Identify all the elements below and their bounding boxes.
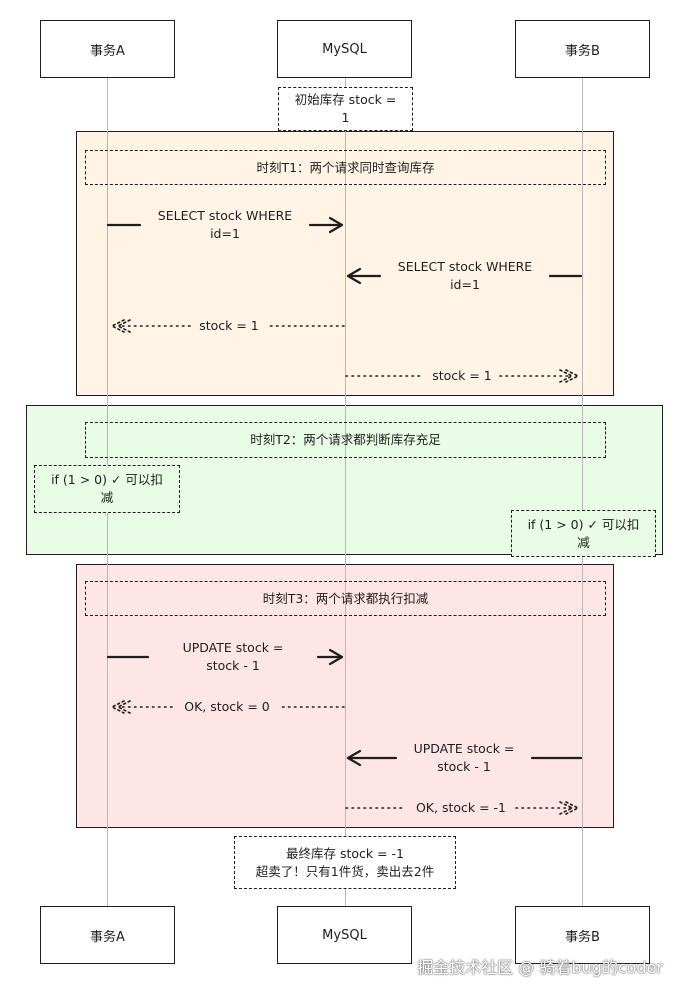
t3-arrow-b-to-mysql [346, 749, 583, 767]
lifeline-b-overlay [582, 131, 583, 828]
t3-title: 时刻T3：两个请求都执行扣减 [85, 581, 606, 616]
t2-title: 时刻T2：两个请求都判断库存充足 [85, 422, 606, 458]
t1-reply-a-label: stock = 1 [199, 318, 259, 333]
t1-msg-b-label: SELECT stock WHERE id=1 [397, 259, 533, 292]
t3-reply-b-label: OK, stock = -1 [415, 800, 507, 815]
participant-b-top: 事务B [515, 20, 650, 78]
lifeline-mysql-overlay [345, 131, 346, 828]
t3-reply-to-b [345, 801, 579, 815]
final-stock-note: 最终库存 stock = -1 超卖了！只有1件货，卖出去2件 [234, 836, 456, 889]
t3-reply-to-a [111, 700, 345, 714]
participant-a-top: 事务A [40, 20, 175, 78]
watermark: 掘金技术社区 @ 骑着bug的coder [417, 958, 663, 977]
t1-arrow-a-to-mysql [106, 216, 344, 234]
t2-note-a: if (1 > 0) ✓ 可以扣 减 [34, 465, 180, 513]
participant-b-bottom: 事务B [515, 906, 650, 964]
t1-arrow-b-to-mysql [346, 267, 583, 285]
t3-msg-b-label: UPDATE stock = stock - 1 [413, 741, 515, 774]
t1-reply-b-label: stock = 1 [432, 368, 492, 383]
participant-mysql-bottom: MySQL [277, 906, 412, 964]
t1-msg-a-label: SELECT stock WHERE id=1 [157, 208, 293, 241]
participant-a-bottom: 事务A [40, 906, 175, 964]
t1-reply-to-a [111, 319, 345, 333]
t1-title: 时刻T1：两个请求同时查询库存 [85, 150, 606, 185]
t1-reply-to-b [345, 369, 579, 383]
t2-note-b: if (1 > 0) ✓ 可以扣 减 [511, 510, 656, 557]
t3-arrow-a-to-mysql [106, 648, 344, 666]
participant-mysql-top: MySQL [277, 20, 412, 78]
t3-reply-a-label: OK, stock = 0 [184, 699, 270, 714]
t3-msg-a-label: UPDATE stock = stock - 1 [182, 640, 284, 673]
init-stock-note: 初始库存 stock = 1 [278, 87, 413, 131]
